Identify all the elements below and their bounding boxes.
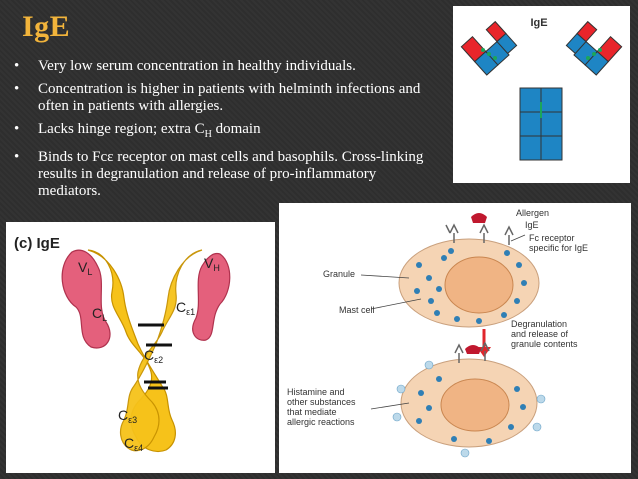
histamine-label: Histamine and — [287, 387, 345, 397]
fc-receptor-label-2: specific for IgE — [529, 243, 588, 253]
histamine-label-3: that mediate — [287, 407, 337, 417]
ige-chain-label: (c) IgE — [14, 235, 60, 252]
nucleus-bottom — [441, 379, 509, 431]
bullet-text: Lacks hinge region; extra C — [38, 121, 205, 137]
bullet-text: Very low serum concentration in healthy … — [38, 58, 356, 74]
bullet-text: Concentration is higher in patients with… — [38, 81, 420, 114]
mast-cell-label: Mast cell — [339, 305, 375, 315]
slide-title: IgE — [22, 10, 70, 44]
cl-label: CL — [92, 305, 107, 323]
nucleus-top — [445, 257, 513, 313]
allergen-label: Allergen — [516, 208, 549, 218]
bullet-item: • Very low serum concentration in healthy… — [12, 58, 442, 75]
bullet-list: • Very low serum concentration in healthy… — [12, 58, 442, 206]
allergen-bottom — [465, 345, 481, 354]
bullet-marker: • — [14, 81, 19, 98]
degranulation-label-2: and release of — [511, 329, 569, 339]
bullet-marker: • — [14, 149, 19, 166]
ige-label: IgE — [525, 220, 539, 230]
histamine-label-4: allergic reactions — [287, 417, 355, 427]
mast-cell-diagram: Allergen IgE Fc receptor specific for Ig… — [279, 203, 631, 473]
degranulation-label-3: granule contents — [511, 339, 578, 349]
bullet-marker: • — [14, 58, 19, 75]
granule-label: Granule — [323, 269, 355, 279]
mast-cell-figure: Allergen IgE Fc receptor specific for Ig… — [279, 203, 631, 473]
bullet-item: • Concentration is higher in patients wit… — [12, 81, 442, 115]
bullet-subscript: H — [205, 129, 212, 140]
left-arm — [461, 19, 518, 75]
ige-structure-figure: IgE — [453, 6, 630, 183]
ige-structure-diagram: IgE — [453, 6, 630, 183]
fc-receptor-label: Fc receptor — [529, 233, 575, 243]
allergen-top — [471, 213, 487, 223]
bullet-marker: • — [14, 121, 19, 138]
bullet-item: • Binds to Fcε receptor on mast cells and… — [12, 149, 442, 200]
ige-chain-figure: (c) IgE VL CL VH Cε1 Cε2 Cε3 Cε4 — [6, 222, 275, 473]
bullet-item: • Lacks hinge region; extra CH domain — [12, 121, 442, 143]
fc-stem — [520, 88, 562, 160]
ige-chain-diagram: (c) IgE VL CL VH Cε1 Cε2 Cε3 Cε4 — [6, 222, 275, 473]
right-arm — [565, 19, 622, 75]
bullet-text: domain — [212, 121, 261, 137]
ige-structure-label: IgE — [530, 17, 547, 29]
histamine-label-2: other substances — [287, 397, 356, 407]
degranulation-label: Degranulation — [511, 319, 567, 329]
ce2-label: Cε2 — [144, 347, 163, 365]
bullet-text: Binds to Fcε receptor on mast cells and … — [38, 149, 423, 199]
ce1-label: Cε1 — [176, 299, 195, 317]
